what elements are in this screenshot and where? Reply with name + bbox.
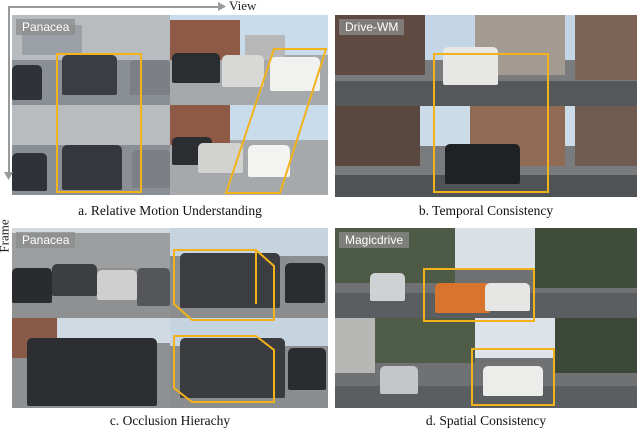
- panel-b-method-tag: Drive-WM: [339, 19, 405, 35]
- panel-c-tile-3: [12, 318, 170, 408]
- panel-a-caption: a. Relative Motion Understanding: [78, 203, 262, 218]
- panel-a-method-tag: Panacea: [16, 19, 76, 35]
- panel-b-image: Drive-WM: [335, 15, 637, 197]
- panel-a-highlight-box: [56, 53, 142, 193]
- view-axis-label: View: [229, 0, 257, 13]
- panel-c-tile-4: [170, 318, 328, 408]
- panel-a-highlight-parallelogram: [224, 48, 328, 194]
- panel-a-tile-2: [170, 15, 328, 105]
- panel-c-highlight-boxes: [173, 249, 275, 403]
- panel-b-tile-2: [335, 106, 637, 197]
- panel-b-tile-1: [335, 15, 637, 106]
- panel-d-tile-2: [335, 318, 637, 408]
- panel-d-caption: d. Spatial Consistency: [425, 413, 547, 428]
- frame-axis-label: Frame: [0, 219, 12, 253]
- panel-d-highlight-box-bottom: [471, 348, 555, 406]
- panel-c-method-tag: Panacea: [16, 232, 76, 248]
- panel-b-caption: b. Temporal Consistency: [418, 203, 554, 218]
- frame-axis-line: [8, 6, 10, 174]
- panel-d-image: Magicdrive: [335, 228, 637, 408]
- panel-a-image: Panacea: [12, 15, 328, 195]
- view-axis-line: [8, 6, 218, 8]
- panel-c-caption: c. Occlusion Hierachy: [109, 413, 231, 428]
- panel-a-tile-3: [12, 105, 170, 195]
- panel-b-highlight-box: [433, 53, 549, 193]
- panel-d-highlight-box-top: [423, 268, 535, 322]
- panel-c-tile-2: [170, 228, 328, 318]
- panel-c-image: Panacea: [12, 228, 328, 408]
- panel-d-method-tag: Magicdrive: [339, 232, 410, 248]
